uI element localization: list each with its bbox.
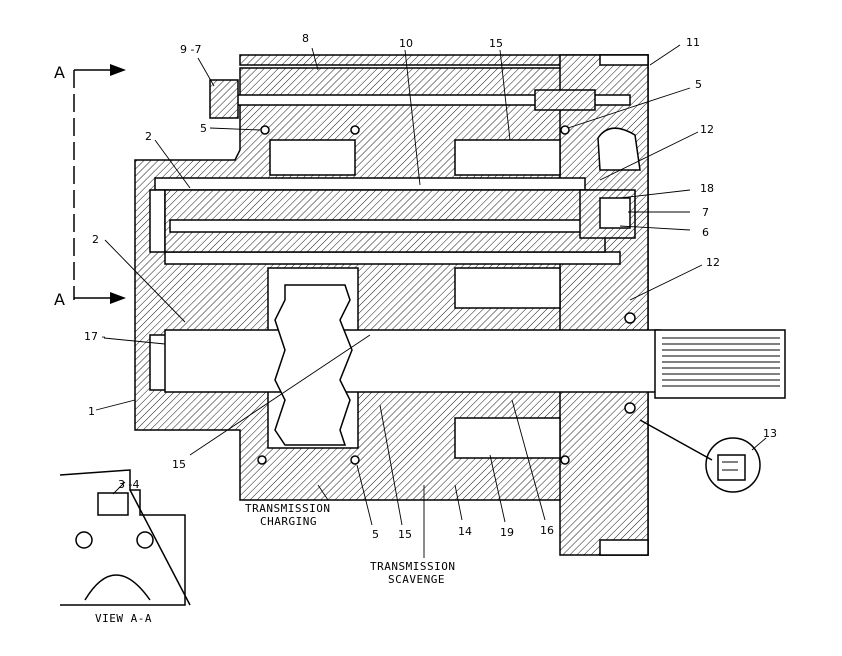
captions: TRANSMISSION CHARGING TRANSMISSION SCAVE… <box>95 502 455 625</box>
section-marker-top: A <box>54 63 126 82</box>
callouts: 9 -7 8 10 15 11 5 12 18 7 6 12 5 2 2 17 … <box>84 32 777 541</box>
o-ring <box>350 455 360 465</box>
o-ring <box>260 125 270 135</box>
charging-caption-line2: CHARGING <box>260 515 317 528</box>
callout-19: 19 <box>500 526 514 539</box>
flange-pocket <box>597 127 641 171</box>
callout-16: 16 <box>540 524 554 537</box>
view-a-a-inset <box>59 469 191 606</box>
callout-12-mid: 12 <box>706 256 720 269</box>
callout-14: 14 <box>458 525 472 538</box>
arrow-right-icon <box>110 64 126 76</box>
upper-bore <box>154 177 586 191</box>
callout-12-top: 12 <box>700 123 714 136</box>
callout-15-left: 15 <box>172 458 186 471</box>
callout-7: 7 <box>702 206 709 219</box>
callout-3-4: 3 -4 <box>118 478 139 491</box>
flange-step-top <box>599 54 649 66</box>
pocket-upper-right <box>454 139 561 176</box>
callout-5-right: 5 <box>695 78 702 91</box>
leader-lines <box>95 44 767 558</box>
upper-shaft-bore <box>169 219 601 233</box>
callout-15-top: 15 <box>489 37 503 50</box>
charging-caption-line1: TRANSMISSION <box>245 502 330 515</box>
o-ring <box>560 125 570 135</box>
pocket-mid-right <box>454 267 561 309</box>
callout-13: 13 <box>763 427 777 440</box>
flange-step <box>599 539 649 556</box>
pocket-lower-right <box>454 417 561 459</box>
callout-5-bottom: 5 <box>372 528 379 541</box>
front-flange <box>559 54 649 556</box>
o-ring <box>560 455 570 465</box>
callout-6: 6 <box>702 226 709 239</box>
callout-11: 11 <box>686 36 700 49</box>
bolt-thread <box>534 89 596 111</box>
callout-10: 10 <box>399 37 413 50</box>
callout-1: 1 <box>88 405 95 418</box>
scavenge-caption-line1: TRANSMISSION <box>370 560 455 573</box>
callout-15-bottom: 15 <box>398 528 412 541</box>
callout-18: 18 <box>700 182 714 195</box>
upper-bore-lower <box>164 251 621 265</box>
spline-teeth <box>662 337 780 387</box>
section-letter-top: A <box>54 63 65 82</box>
bolt-head <box>209 79 239 119</box>
drive-gear <box>274 284 353 446</box>
cover-recess <box>149 189 166 253</box>
splined-end <box>654 329 786 399</box>
lip-seal <box>624 402 636 414</box>
drive-shaft <box>164 329 661 393</box>
section-marker-bottom: A <box>54 290 126 309</box>
arrow-right-icon <box>110 292 126 304</box>
view-caption: VIEW A-A <box>95 612 152 625</box>
lip-seal <box>624 312 636 324</box>
callout-9-7: 9 -7 <box>180 43 201 56</box>
callout-2-top: 2 <box>145 130 152 143</box>
seal-detail-icon <box>639 419 761 493</box>
pocket-upper-left <box>269 139 356 176</box>
callout-2-bottom: 2 <box>92 233 99 246</box>
bolt-icon <box>97 492 129 516</box>
callout-17: 17 - <box>84 330 105 343</box>
callout-8: 8 <box>302 32 309 45</box>
section-letter-bottom: A <box>54 290 65 309</box>
o-ring <box>350 125 360 135</box>
nut-inner <box>599 197 631 229</box>
callout-5-left: 5 <box>200 122 207 135</box>
o-ring <box>257 455 267 465</box>
scavenge-caption-line2: SCAVENGE <box>388 573 445 586</box>
pump-housing <box>134 54 786 556</box>
